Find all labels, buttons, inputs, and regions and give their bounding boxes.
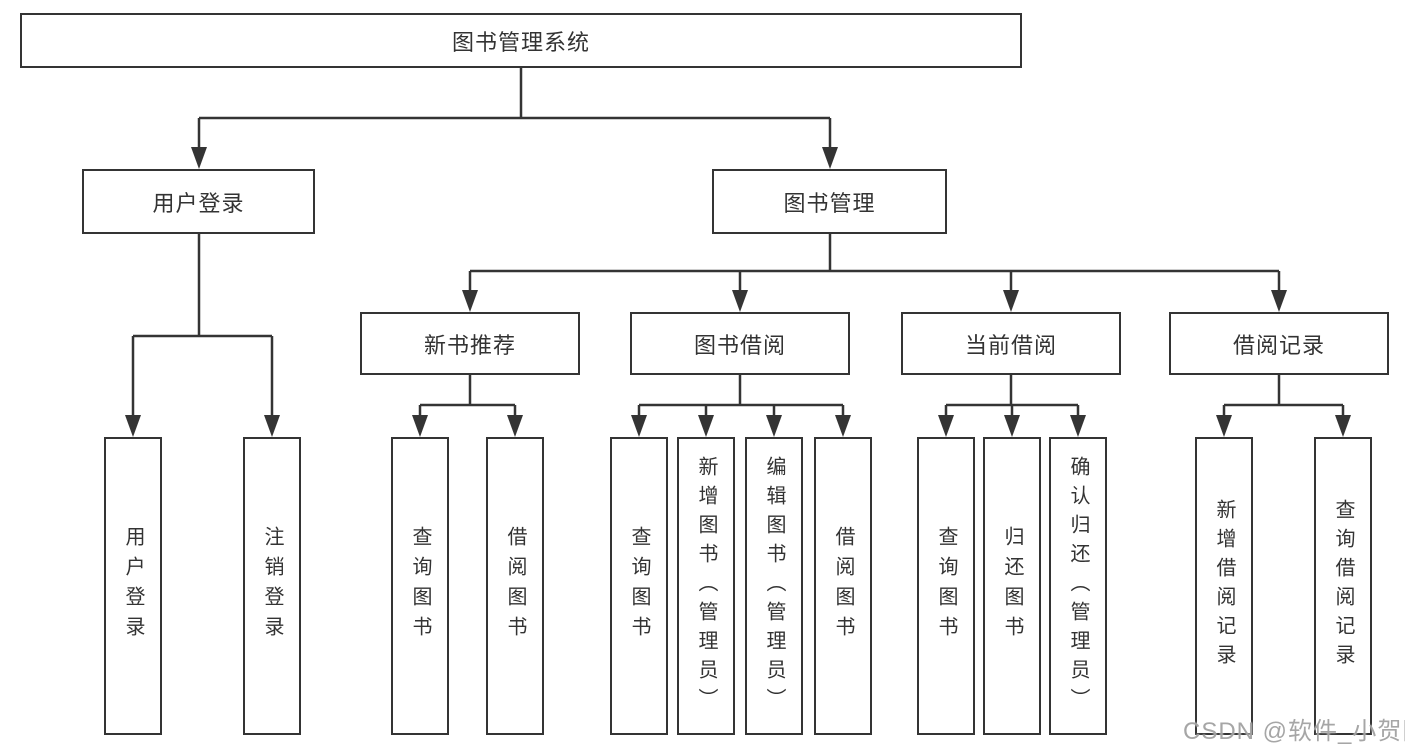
leaf-query-books-recommend: 查询图书 — [391, 437, 449, 735]
leaf-borrow-books-borrowing: 借阅图书 — [814, 437, 872, 735]
leaf-query-books-current: 查询图书 — [917, 437, 975, 735]
leaf-return-books: 归还图书 — [983, 437, 1041, 735]
leaf-borrow-books-recommend: 借阅图书 — [486, 437, 544, 735]
node-book-borrowing: 图书借阅 — [630, 312, 850, 375]
node-user-login: 用户登录 — [82, 169, 315, 234]
leaf-add-books-admin: 新增图书（管理员） — [677, 437, 735, 735]
node-book-management: 图书管理 — [712, 169, 947, 234]
leaf-user-login: 用户登录 — [104, 437, 162, 735]
node-borrowing-records: 借阅记录 — [1169, 312, 1389, 375]
leaf-add-borrow-record: 新增借阅记录 — [1195, 437, 1253, 735]
csdn-watermark: CSDN @软件_小贺同学 — [1183, 718, 1405, 745]
leaf-logout-login: 注销登录 — [243, 437, 301, 735]
node-library-management-system: 图书管理系统 — [20, 13, 1022, 68]
leaf-query-borrow-record: 查询借阅记录 — [1314, 437, 1372, 735]
leaf-edit-books-admin: 编辑图书（管理员） — [745, 437, 803, 735]
leaf-query-books-borrowing: 查询图书 — [610, 437, 668, 735]
node-current-borrowing: 当前借阅 — [901, 312, 1121, 375]
node-new-book-recommendation: 新书推荐 — [360, 312, 580, 375]
leaf-confirm-return-admin: 确认归还（管理员） — [1049, 437, 1107, 735]
